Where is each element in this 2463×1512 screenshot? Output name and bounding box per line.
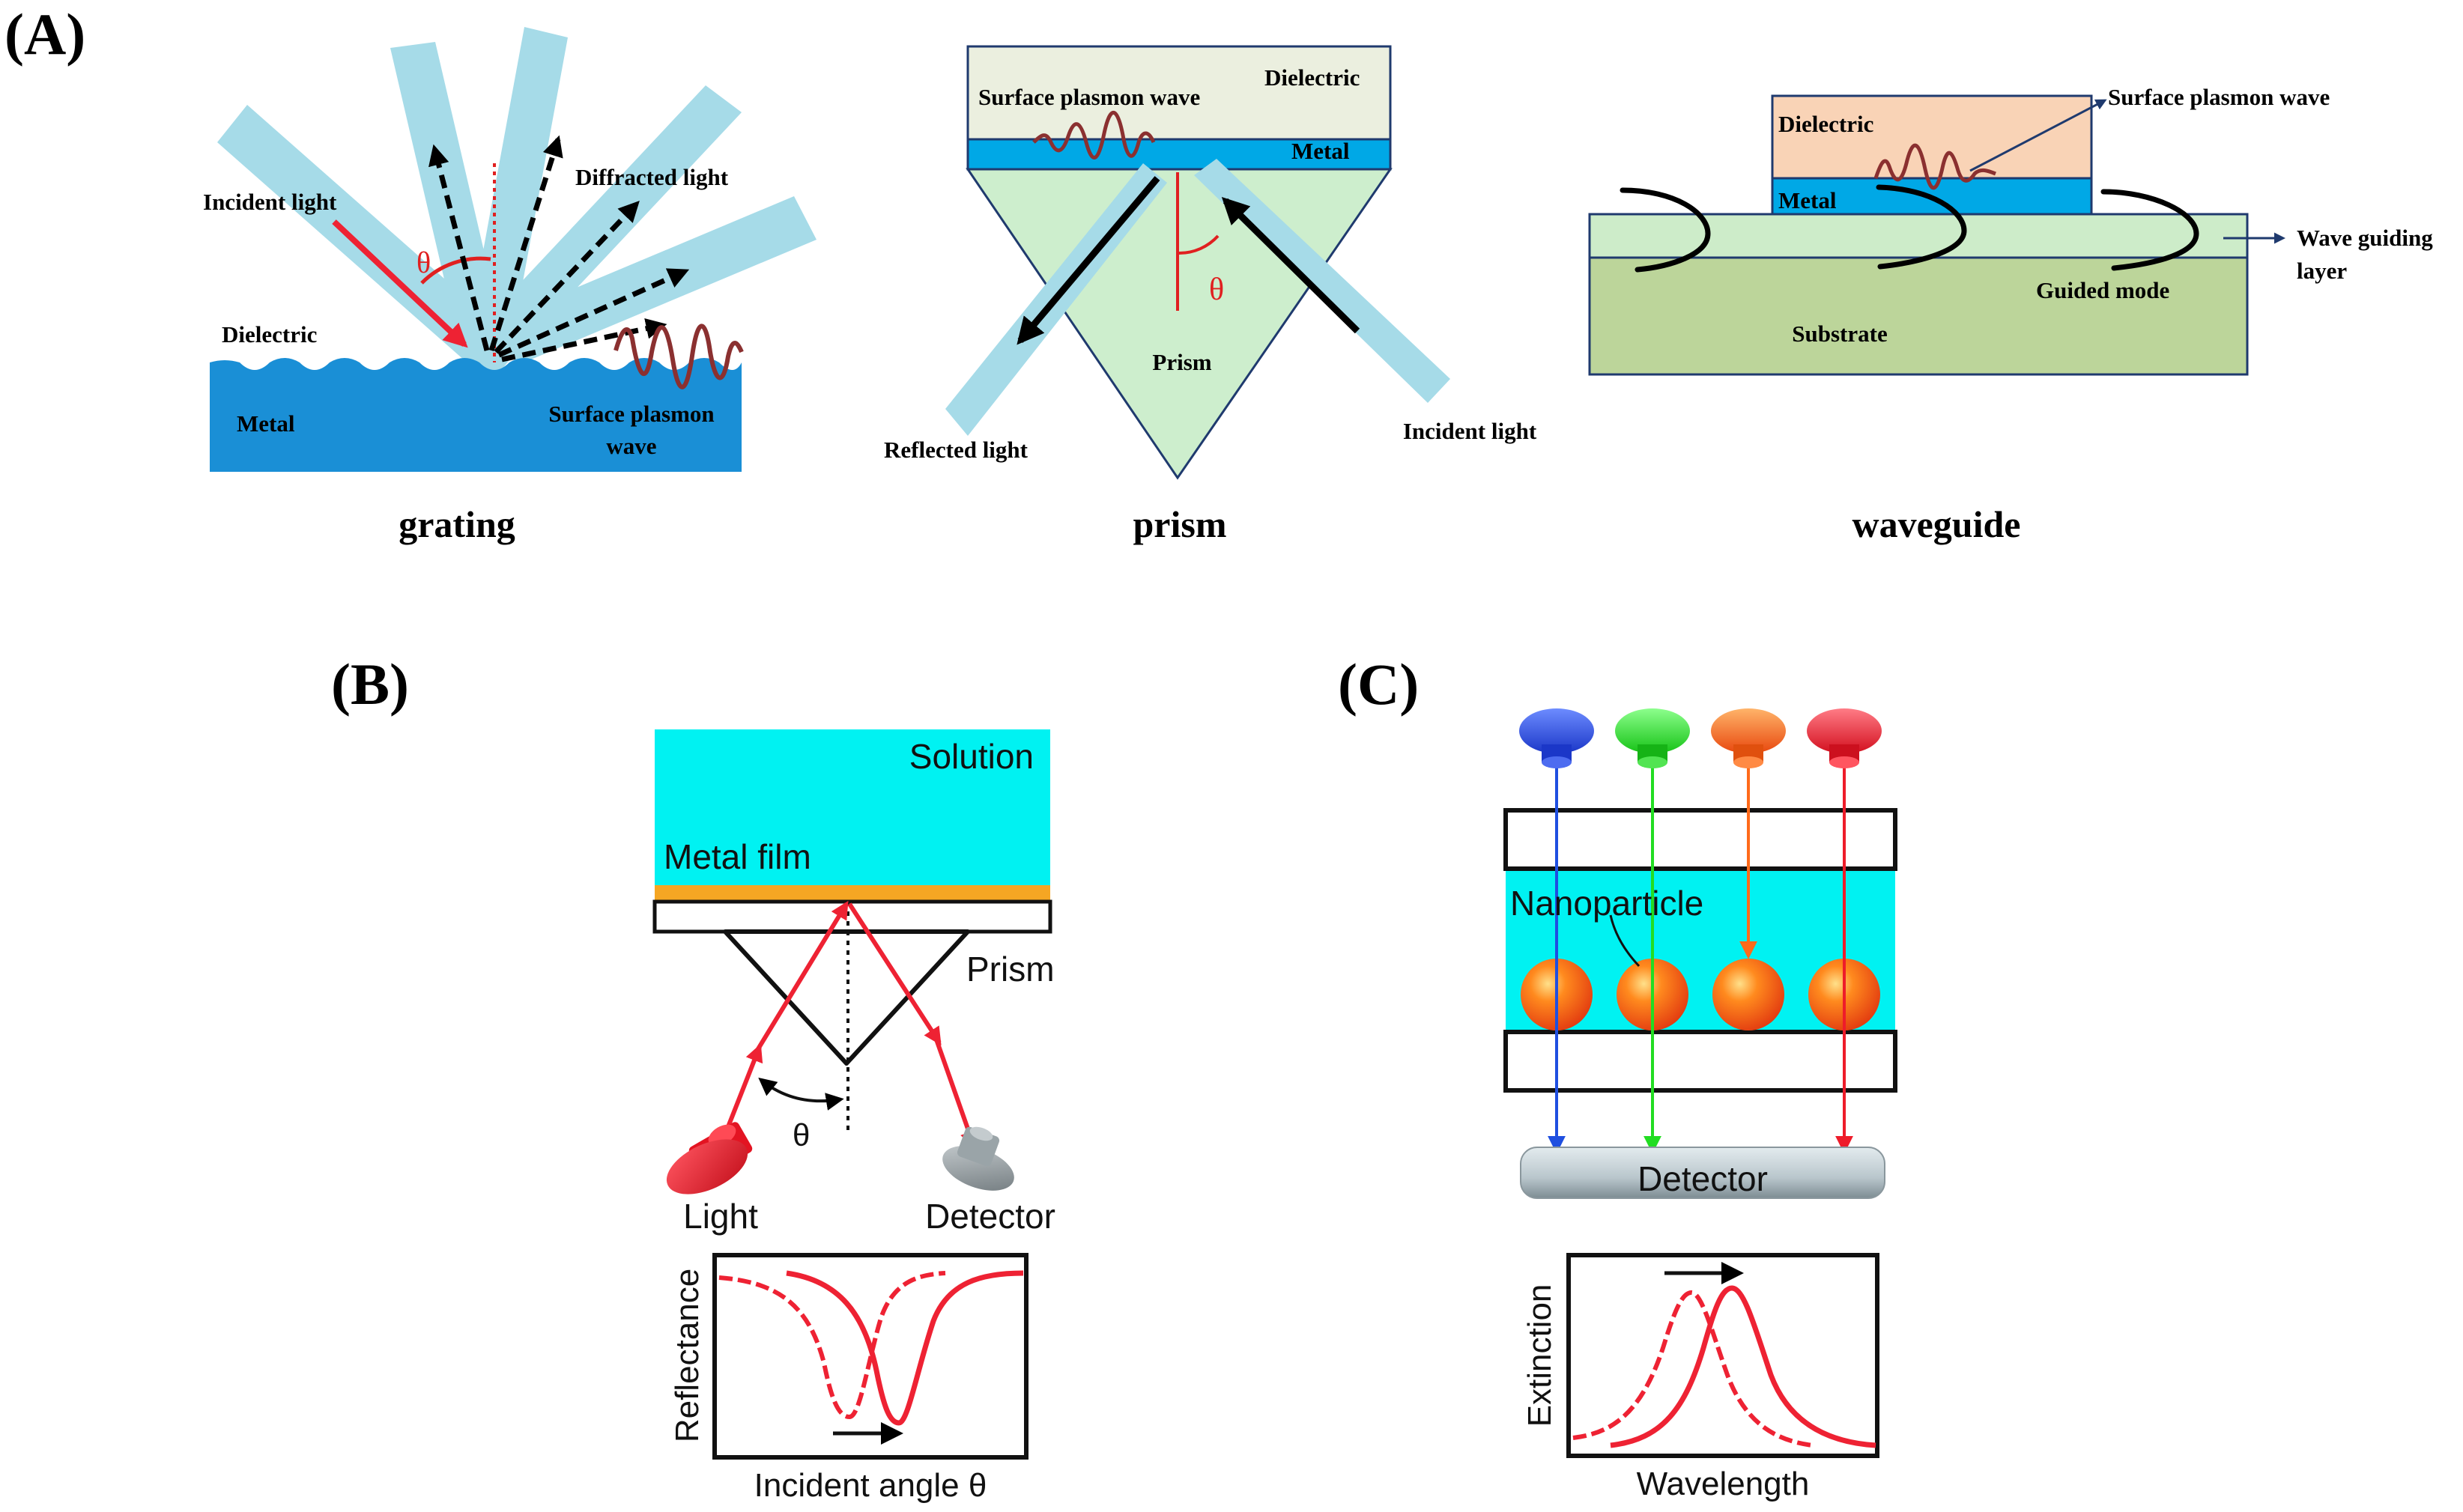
lspr-top-plate [1503, 808, 1897, 871]
prism-incident-light-label: Incident light [1403, 418, 1537, 444]
waveguide-guiding-label-line2: layer [2297, 258, 2347, 284]
light-label: Light [683, 1197, 758, 1236]
grating-plasmon-wave [614, 324, 744, 389]
waveguide-spw-pointer [1969, 99, 2107, 172]
waveguide-diagram: Dielectric Metal Surface plasmon wave Wa… [1588, 84, 2433, 545]
prism-reflected-arrow [1017, 176, 1160, 345]
prism-label: Prism [1152, 349, 1211, 375]
waveguide-guided-mode-label: Guided mode [2036, 277, 2169, 303]
prism-diagram: Dielectric Surface plasmon wave Metal θ … [884, 45, 1537, 545]
spr-reflected-ray-upper [847, 902, 942, 1046]
detector-icon [942, 1126, 1014, 1191]
waveguide-substrate-label: Substrate [1792, 321, 1887, 347]
light-source-icon [666, 1122, 753, 1194]
reflectance-x-label: Incident angle θ [754, 1467, 987, 1504]
waveguide-dielectric-block [1771, 94, 2093, 180]
waveguide-spw-label: Surface plasmon wave [2108, 84, 2330, 110]
lspr-setup-diagram: Nanoparticle Detector [1503, 708, 1897, 1199]
extinction-curve-before [1572, 1290, 1814, 1448]
waveguide-substrate [1588, 250, 2249, 376]
grating-incident-arrow [332, 219, 468, 348]
grating-metal-label: Metal [237, 410, 295, 437]
solution-layer [655, 729, 1050, 885]
grating-diffracted-arrows [428, 135, 690, 362]
lspr-bottom-plate [1503, 1030, 1897, 1093]
light-source-green-icon [1615, 708, 1690, 768]
panel-c-label: (C) [1338, 652, 1419, 717]
extinction-curve-after [1610, 1285, 1876, 1448]
spr-theta-label: θ [793, 1117, 810, 1153]
grating-diffracted-light-label: Diffracted light [575, 164, 729, 190]
spr-incident-ray-upper [754, 900, 849, 1053]
grating-incident-light-label: Incident light [203, 189, 337, 215]
light-source-blue-icon [1519, 708, 1594, 768]
grating-spw-label-line2: wave [606, 433, 656, 459]
prism-plasmon-wave [1032, 111, 1156, 160]
grating-theta-label: θ [416, 246, 431, 279]
nanoparticle-3 [1712, 959, 1784, 1030]
panel-b-label: (B) [331, 652, 409, 717]
extinction-x-label: Wavelength [1637, 1466, 1810, 1502]
solution-label: Solution [909, 737, 1034, 776]
nanoparticle-pointer [1609, 914, 1641, 968]
grating-caption: grating [399, 503, 515, 545]
waveguide-metal-label: Metal [1778, 187, 1837, 213]
spr-setup-diagram: Solution Metal film Prism θ Light Detect… [652, 729, 1055, 1236]
grating-dielectric-label: Dielectric [222, 321, 317, 347]
grating-metal [210, 358, 742, 472]
waveguide-plasmon-wave [1873, 143, 1996, 190]
grating-diagram: Incident light Diffracted light θ Dielec… [203, 27, 817, 545]
grating-spw-label-line1: Surface plasmon [548, 401, 714, 427]
prism-reflected-light-label: Reflected light [884, 437, 1028, 463]
waveguide-guiding-layer [1588, 213, 2249, 259]
prism-spw-label: Surface plasmon wave [978, 84, 1200, 110]
prism-caption: prism [1133, 503, 1227, 545]
light-source-red-icon [1807, 708, 1882, 768]
extinction-plot: Extinction Wavelength [1521, 1253, 1879, 1502]
waveguide-caption: waveguide [1852, 503, 2021, 545]
prism-incident-arrow [1221, 196, 1360, 334]
prism-metal-label: Metal [1291, 138, 1350, 164]
light-source-orange-icon [1711, 708, 1786, 768]
reflectance-curve-before [718, 1271, 946, 1420]
spr-angle-arc [758, 1077, 844, 1111]
waveguide-dielectric-label: Dielectric [1778, 111, 1873, 137]
lspr-detector-bar [1520, 1147, 1885, 1199]
panel-a-label: (A) [4, 1, 85, 67]
grating-angle-arc [420, 256, 491, 285]
reflectance-plot: Reflectance Incident angle θ [669, 1253, 1028, 1504]
waveguide-guided-mode-curves [1620, 184, 2199, 273]
detector-label-b: Detector [925, 1197, 1055, 1236]
prism-dielectric-layer [966, 45, 1392, 141]
detector-label-c: Detector [1638, 1159, 1768, 1198]
prism-theta-label: θ [1209, 273, 1224, 307]
metal-film-layer [655, 885, 1050, 902]
metal-film-label: Metal film [664, 837, 811, 876]
extinction-y-label: Extinction [1521, 1284, 1558, 1427]
nanoparticle-label: Nanoparticle [1510, 884, 1703, 923]
spr-prism-label: Prism [966, 950, 1055, 989]
reflectance-y-label: Reflectance [669, 1269, 706, 1442]
waveguide-guiding-label-line1: Wave guiding [2297, 225, 2433, 251]
prism-metal-layer [966, 138, 1392, 171]
prism-dielectric-label: Dielectric [1264, 64, 1360, 91]
prism-angle-arc [1178, 234, 1220, 255]
